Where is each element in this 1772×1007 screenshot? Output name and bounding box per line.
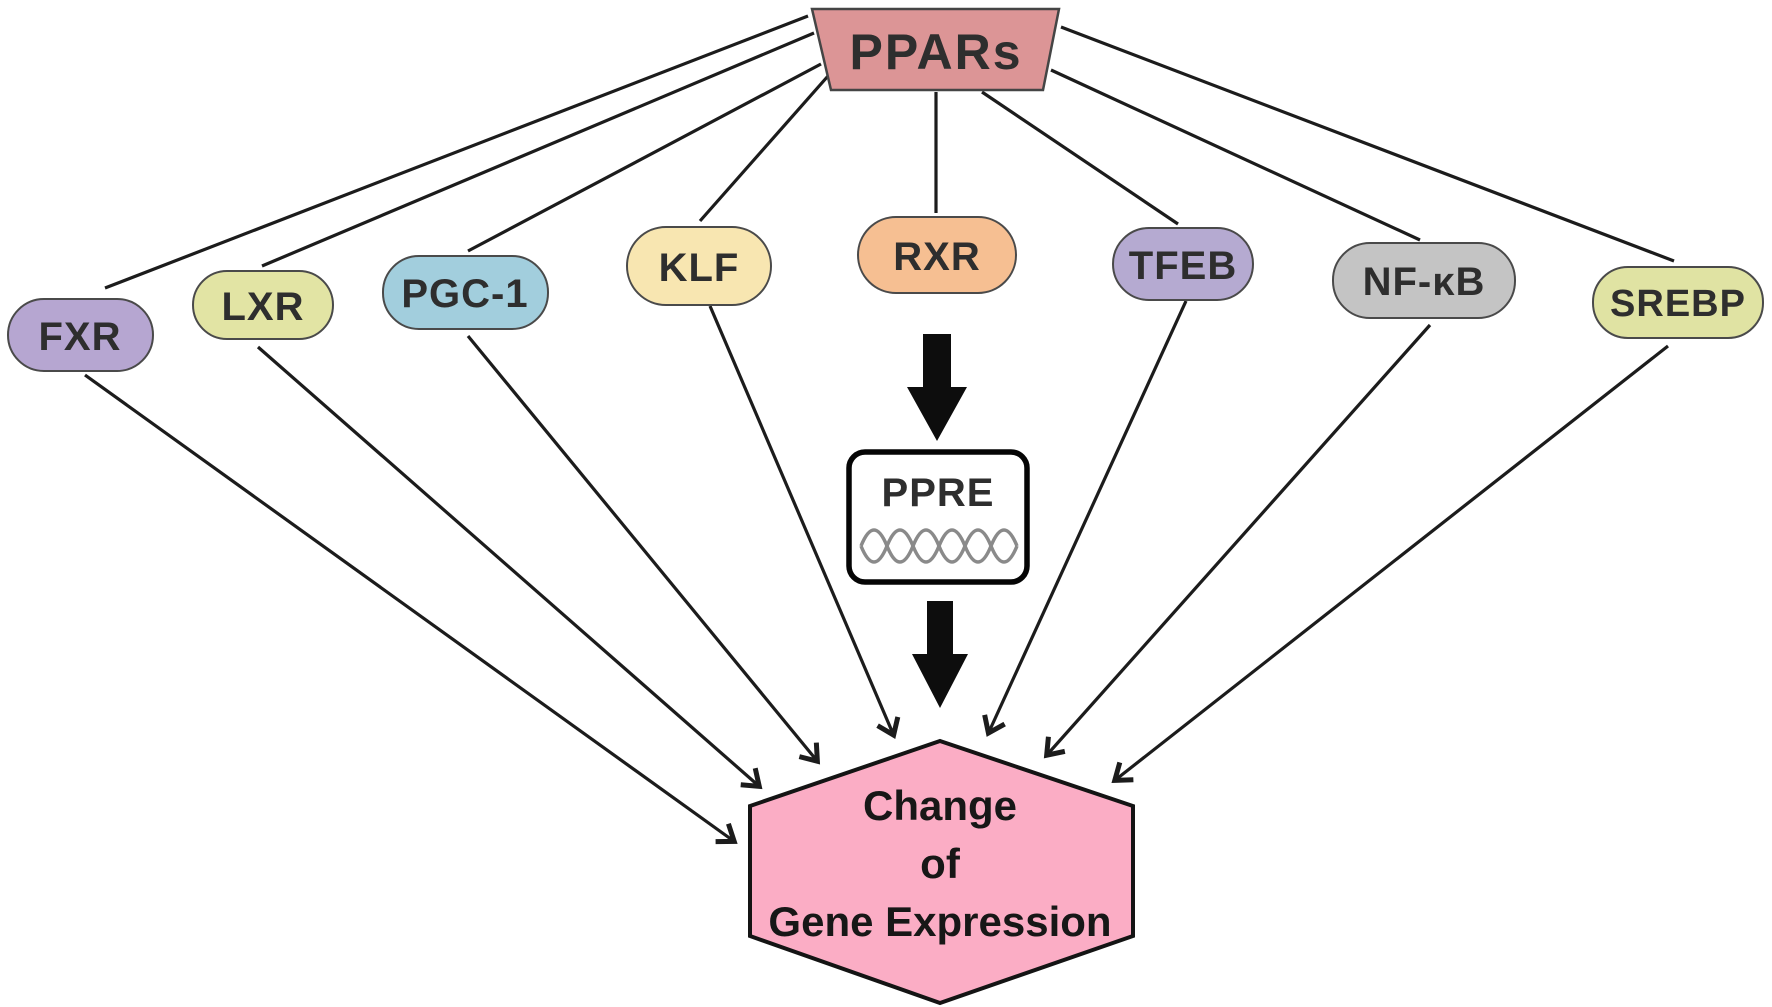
block-arrow-rxr-ppre xyxy=(907,334,967,441)
factor-to-outcome-arrows xyxy=(84,300,1669,845)
tfeb-label: TFEB xyxy=(1129,244,1237,288)
root-to-factor-edges xyxy=(104,14,1675,290)
factor-node-pgc1: PGC-1 xyxy=(382,255,549,330)
factor-node-klf: KLF xyxy=(626,226,772,306)
edge-ppars-nfkb xyxy=(1050,68,1421,242)
rxr-label: RXR xyxy=(893,235,980,279)
arrow-lxr-outcome xyxy=(256,345,763,790)
outcome-label-line3: Gene Expression xyxy=(768,898,1111,945)
factor-node-srebp: SREBP xyxy=(1592,266,1764,339)
ppre-box xyxy=(846,449,1030,585)
edge-ppars-fxr xyxy=(104,14,809,290)
lxr-pill xyxy=(192,270,334,340)
root-node-ppars: PPARs xyxy=(810,7,1061,92)
factor-node-tfeb: TFEB xyxy=(1112,227,1254,301)
factor-node-nfkb: NF-κB xyxy=(1332,242,1516,319)
response-element-node-ppre: PPRE xyxy=(846,449,1030,585)
srebp-label: SREBP xyxy=(1610,283,1746,325)
arrow-tfeb-outcome xyxy=(982,300,1188,737)
edge-ppars-pgc1 xyxy=(467,62,822,253)
edge-ppars-lxr xyxy=(261,31,815,268)
block-arrow-ppre-outcome xyxy=(912,601,968,708)
fxr-label: FXR xyxy=(39,315,122,359)
arrow-srebp-outcome xyxy=(1111,344,1669,783)
ppre-label: PPRE xyxy=(882,471,995,515)
edge-ppars-srebp xyxy=(1060,25,1675,263)
factor-node-lxr: LXR xyxy=(192,270,334,340)
outcome-node-gene-expression: Change of Gene Expression xyxy=(748,738,1135,1006)
pgc1-label: PGC-1 xyxy=(401,272,528,316)
edge-ppars-klf xyxy=(698,74,830,223)
edge-ppars-tfeb xyxy=(981,90,1179,226)
nfkb-pill xyxy=(1332,242,1516,319)
arrow-klf-outcome xyxy=(708,305,901,739)
ppars-trapezoid xyxy=(810,7,1061,92)
klf-label: KLF xyxy=(659,246,740,290)
dna-helix-icon xyxy=(859,528,1019,564)
arrow-fxr-outcome xyxy=(84,373,738,845)
outcome-label-line1: Change xyxy=(863,782,1017,829)
srebp-pill xyxy=(1592,266,1764,339)
rxr-pill xyxy=(857,216,1017,294)
fxr-pill xyxy=(7,298,154,372)
klf-pill xyxy=(626,226,772,306)
outcome-label-line2: of xyxy=(920,840,961,887)
arrow-nfkb-outcome xyxy=(1043,323,1432,759)
outcome-hexagon xyxy=(748,738,1135,1006)
factor-node-rxr: RXR xyxy=(857,216,1017,294)
pgc1-pill xyxy=(382,255,549,330)
lxr-label: LXR xyxy=(222,285,305,329)
ppars-label: PPARs xyxy=(849,24,1022,80)
nfkb-label: NF-κB xyxy=(1363,260,1486,304)
arrow-pgc1-outcome xyxy=(466,334,821,765)
dna-strand-bottom xyxy=(859,528,1019,564)
tfeb-pill xyxy=(1112,227,1254,301)
factor-node-fxr: FXR xyxy=(7,298,154,372)
